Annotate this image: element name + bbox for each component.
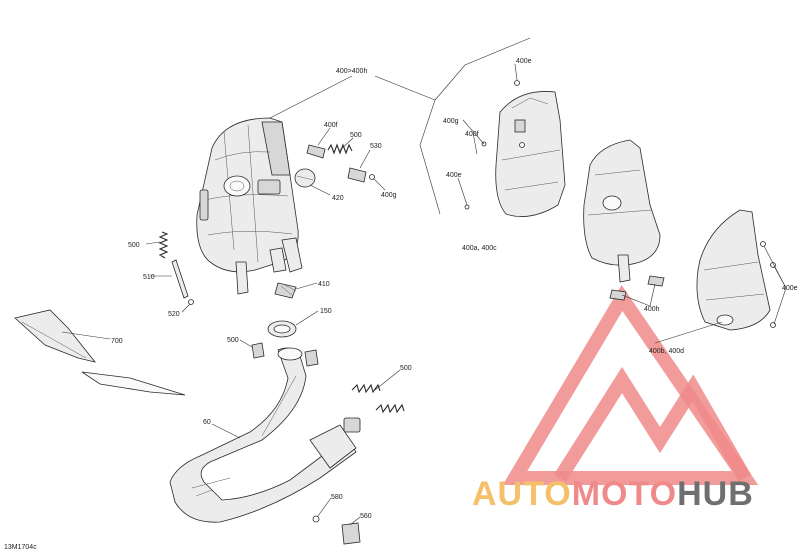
- watermark-auto: AUTO: [472, 475, 572, 513]
- part-500-spring-top: [327, 143, 353, 155]
- part-560-bracket: [341, 522, 361, 545]
- part-500-springs-right: [351, 383, 405, 414]
- watermark-moto: MOTO: [572, 475, 677, 513]
- part-500-grommet-mid: [251, 342, 319, 367]
- watermark-hub: HUB: [677, 475, 754, 513]
- callout-150: 150: [320, 308, 332, 315]
- callout-400a-400c: 400a, 400c: [462, 245, 497, 252]
- callout-500-left: 500: [128, 242, 140, 249]
- watermark-logo: AUTOMOTOHUB: [472, 284, 759, 513]
- part-500-spring-left: [158, 231, 169, 259]
- callout-400g-left: 400g: [381, 192, 397, 199]
- muffler-shield-400b: [696, 209, 776, 331]
- callout-500-mid: 500: [227, 337, 239, 344]
- part-150-gasket: [267, 320, 297, 338]
- callout-510: 510: [143, 274, 155, 281]
- callout-420: 420: [332, 195, 344, 202]
- part-530-bracket: [347, 167, 375, 183]
- callout-400b-400d: 400b, 400d: [649, 348, 684, 355]
- callout-labels: 400>400h 400e 400g 400f 400e 400a, 400c …: [4, 58, 798, 551]
- callout-400e-far: 400e: [782, 285, 798, 292]
- callout-410: 410: [318, 281, 330, 288]
- callout-400-400h: 400>400h: [336, 68, 367, 75]
- callout-400e-mid: 400e: [446, 172, 462, 179]
- part-410-pad: [274, 282, 297, 299]
- callout-60: 60: [203, 419, 211, 426]
- muffler-shield-400a: [464, 80, 566, 217]
- muffler-main: [196, 117, 303, 295]
- callout-560: 560: [360, 513, 372, 520]
- part-400f-bracket: [306, 144, 326, 159]
- callout-500-right: 500: [400, 365, 412, 372]
- callout-580: 580: [331, 494, 343, 501]
- document-code: 13M1704c: [4, 544, 37, 551]
- muffler-body-400b: [583, 139, 665, 301]
- part-60-exhaust-pipe: [169, 347, 361, 523]
- watermark-triangle-outer: [502, 284, 759, 485]
- callout-700: 700: [111, 338, 123, 345]
- callout-400e-top: 400e: [516, 58, 532, 65]
- callout-400g-right: 400g: [443, 118, 459, 125]
- callout-500-top: 500: [350, 132, 362, 139]
- callout-530: 530: [370, 143, 382, 150]
- part-700-heat-shield: [14, 309, 186, 396]
- callout-400f-right: 400f: [465, 131, 479, 138]
- watermark-word-auto: AUTOMOTOHUB: [472, 475, 754, 513]
- part-510-rod: [171, 259, 194, 305]
- watermark-m-stroke: [554, 366, 752, 482]
- callout-400h: 400h: [644, 306, 660, 313]
- part-420-clamp: [294, 168, 316, 188]
- callout-400f-left: 400f: [324, 122, 338, 129]
- callout-520: 520: [168, 311, 180, 318]
- leader-lines: [61, 37, 787, 526]
- part-580-bolt: [312, 515, 320, 523]
